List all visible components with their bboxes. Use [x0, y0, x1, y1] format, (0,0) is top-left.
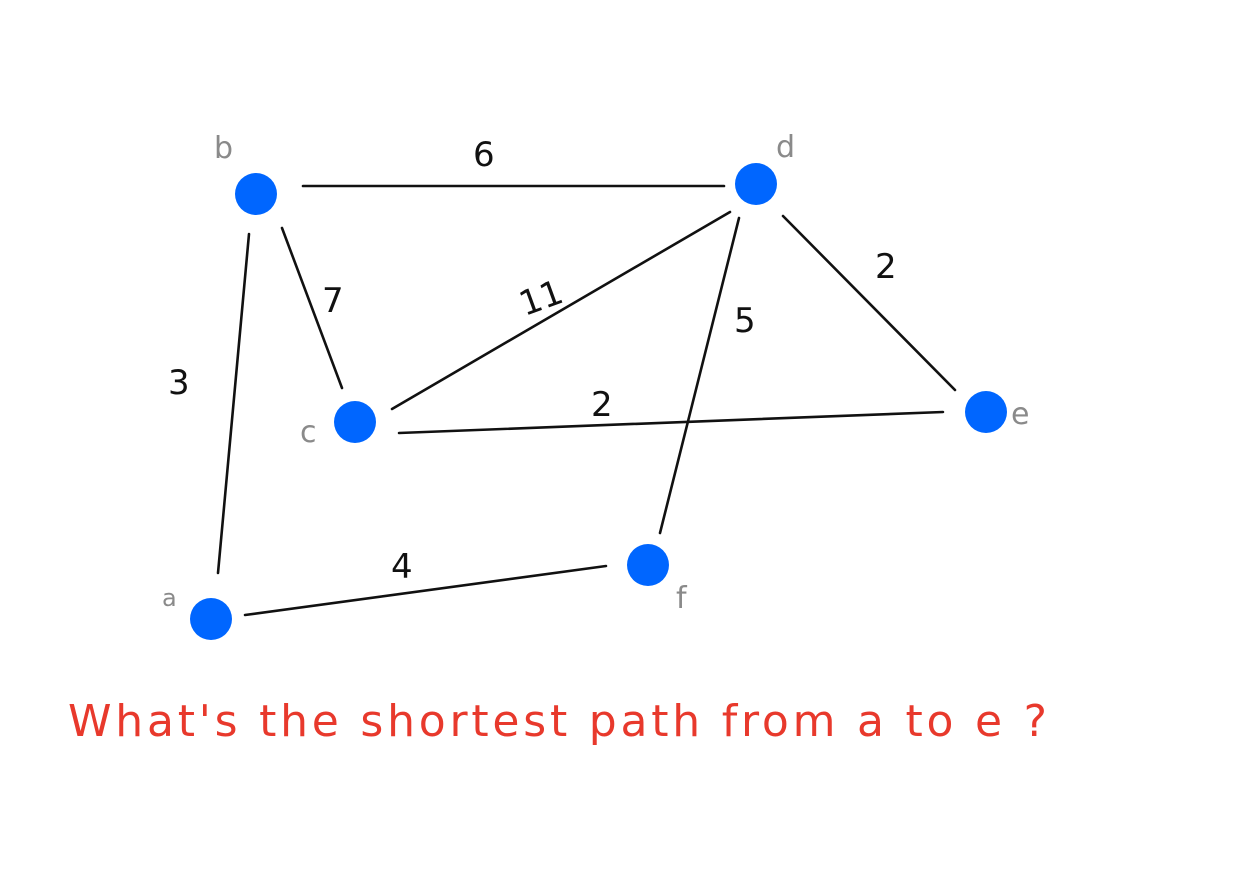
edge-d-f — [658, 216, 741, 535]
edge-b-c — [280, 226, 344, 390]
edge-a-f — [243, 564, 608, 617]
node-c — [334, 401, 376, 443]
node-e — [965, 391, 1007, 433]
node-a — [190, 598, 232, 640]
node-b — [235, 173, 277, 215]
weight-d-e: 2 — [875, 247, 897, 287]
edge-c-e — [397, 410, 945, 435]
weight-c-d: 11 — [514, 272, 568, 324]
label-d: d — [776, 130, 795, 165]
label-f: f — [676, 581, 688, 616]
edge-weights: 6 7 11 2 5 3 2 4 — [168, 135, 897, 587]
weight-b-a: 3 — [168, 363, 190, 403]
node-d — [735, 163, 777, 205]
weight-d-f: 5 — [734, 301, 756, 341]
label-e: e — [1011, 397, 1029, 432]
edge-c-d — [390, 210, 732, 411]
label-a: a — [162, 584, 177, 612]
weight-a-f: 4 — [391, 547, 413, 587]
label-b: b — [214, 131, 233, 166]
node-f — [627, 544, 669, 586]
node-labels: a b c d e f — [162, 130, 1029, 616]
edge-d-e — [781, 214, 957, 392]
edge-b-a — [216, 232, 251, 575]
edges — [216, 184, 957, 617]
label-c: c — [300, 415, 317, 450]
weight-b-c: 7 — [322, 281, 344, 321]
question-text: What's the shortest path from a to e ? — [68, 696, 1048, 747]
nodes — [190, 163, 1007, 640]
weight-b-d: 6 — [473, 135, 495, 175]
weight-c-e: 2 — [591, 385, 613, 425]
